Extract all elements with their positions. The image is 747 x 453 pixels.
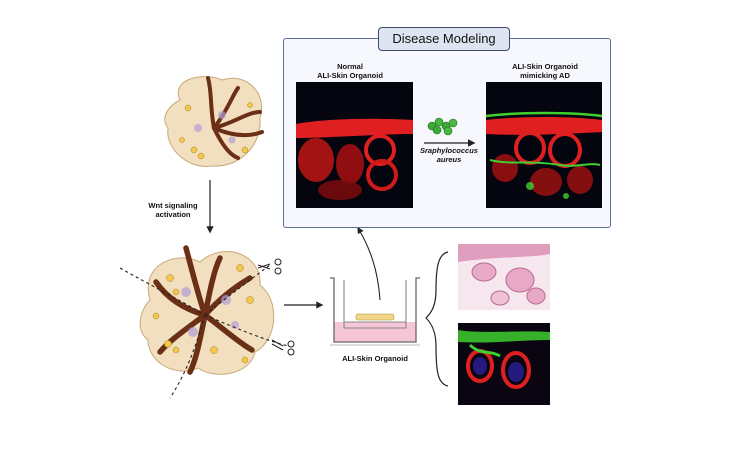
staphylococcus-icon <box>427 117 458 136</box>
fluorescent-image <box>458 323 550 405</box>
wnt-label-line1: Wnt signaling <box>148 201 198 210</box>
scissors-icon <box>271 339 295 356</box>
ad-label-line2: mimicking AD <box>520 71 570 80</box>
panel-title: Disease Modeling <box>378 27 510 51</box>
brace <box>425 251 449 387</box>
scissors-icon <box>257 258 282 275</box>
bacteria-label: Sraphylococcus aureus <box>412 146 486 164</box>
normal-label-line1: Normal <box>337 62 363 71</box>
bacteria-label-line2: aureus <box>436 155 462 164</box>
wnt-label-line2: activation <box>155 210 191 219</box>
to-panel-arrow <box>357 226 381 301</box>
organoid-small <box>164 76 264 167</box>
organoid-large <box>119 245 295 399</box>
ad-label: ALI-Skin Organoid mimicking AD <box>500 62 590 80</box>
bacteria-label-line1: Sraphylococcus <box>420 146 478 155</box>
normal-label-line2: ALI-Skin Organoid <box>317 71 383 80</box>
he-stain-image <box>458 244 550 310</box>
normal-label: Normal ALI-Skin Organoid <box>305 62 395 80</box>
wnt-label: Wnt signaling activation <box>140 201 206 219</box>
ad-label-line1: ALI-Skin Organoid <box>512 62 578 71</box>
ali-label: ALI-Skin Organoid <box>342 354 408 363</box>
transwell-insert <box>330 277 420 346</box>
normal-organoid-image <box>296 82 413 208</box>
ad-organoid-image <box>485 82 603 208</box>
